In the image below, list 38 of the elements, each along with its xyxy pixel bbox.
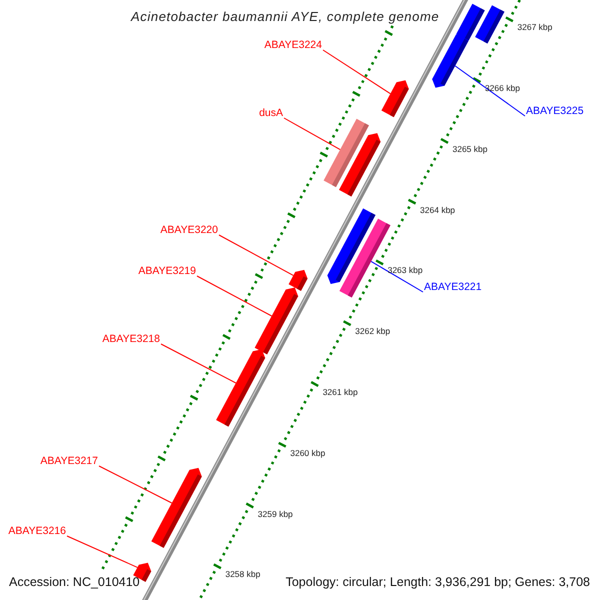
leader-line (196, 276, 272, 316)
leader-line (284, 118, 341, 150)
gene-feature (254, 288, 298, 354)
leader-line (454, 65, 526, 116)
gene-label: ABAYE3220 (160, 224, 218, 237)
gene-feature (381, 80, 409, 118)
gene-label: ABAYE3221 (424, 281, 482, 294)
gene-feature (288, 270, 308, 291)
gene-label: ABAYE3218 (102, 333, 160, 346)
leader-line (66, 536, 138, 568)
gene-feature (432, 34, 468, 88)
gene-label: ABAYE3224 (264, 39, 322, 52)
scale-label: 3258 kbp (225, 569, 260, 580)
gene-feature (475, 5, 504, 44)
leader-line (370, 260, 424, 292)
gene-label: ABAYE3216 (8, 525, 66, 538)
leader-line (322, 50, 391, 94)
scale-label: 3261 kbp (322, 386, 358, 397)
scale-label: 3263 kbp (388, 265, 423, 276)
scale-label: 3259 kbp (258, 508, 293, 518)
scale-label: 3264 kbp (420, 204, 456, 215)
gene-feature (216, 349, 266, 427)
gene-label: ABAYE3217 (40, 455, 98, 468)
scale-label: 3260 kbp (290, 448, 326, 458)
scale-label: 3266 kbp (484, 83, 520, 94)
genome-info: Topology: circular; Length: 3,936,291 bp; Genes: 3,708 (286, 575, 590, 590)
scale-label: 3265 kbp (452, 144, 488, 154)
leader-line (218, 234, 294, 276)
gene-label: ABAYE3219 (138, 265, 196, 278)
gene-feature (151, 468, 202, 548)
scale-label: 3262 kbp (355, 326, 390, 336)
gene-feature (339, 133, 381, 196)
scale-label: 3267 kbp (517, 22, 552, 32)
gene-label: dusA (259, 107, 283, 120)
gene-label: ABAYE3225 (526, 105, 584, 118)
leader-line (160, 344, 236, 384)
leader-line (98, 466, 172, 504)
genome-info: Accession: NC_010410 (9, 575, 140, 590)
